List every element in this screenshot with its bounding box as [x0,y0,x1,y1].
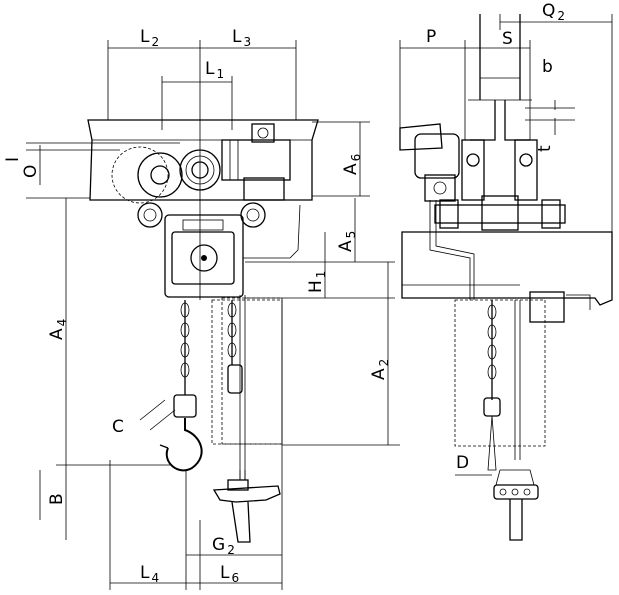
label-C: C [112,417,124,437]
label-O: O [21,165,41,178]
side-view [399,14,613,541]
label-I: I [3,157,23,162]
label-A6: A6 [341,154,363,175]
label-P: P [426,27,436,47]
label-H1: H1 [306,271,328,293]
label-D: D [456,453,469,473]
load-chain [180,300,237,395]
label-b: b [542,57,553,77]
front-view [87,119,319,543]
pendant-control [212,470,281,543]
label-t: t [535,145,555,152]
label-S: S [502,29,513,49]
dimension-lines [26,14,613,590]
label-A5: A5 [336,231,358,252]
label-B: B [47,493,67,505]
label-A2: A2 [369,359,391,380]
hook [159,394,203,472]
label-A4: A4 [47,319,69,340]
